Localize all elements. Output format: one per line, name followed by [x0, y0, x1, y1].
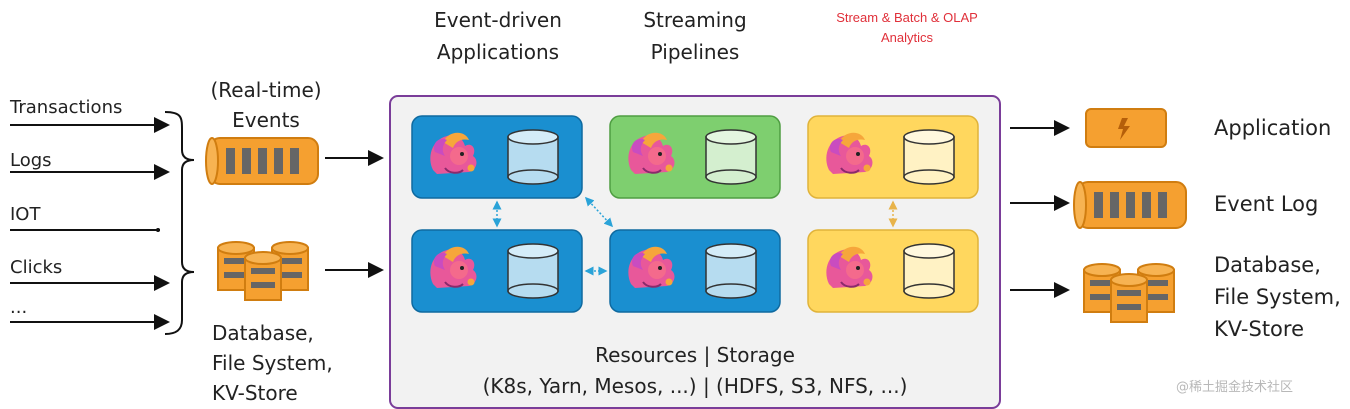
input-arrows [10, 117, 170, 330]
output-database-label: Database, File System, KV-Store [1214, 249, 1341, 345]
events-log-icon [205, 137, 319, 185]
job-box-blue-2 [411, 229, 583, 313]
output-application-label: Application [1214, 116, 1332, 140]
job-box-yellow-2 [807, 229, 979, 313]
input-brace [164, 111, 195, 335]
job-box-blue-3 [609, 229, 781, 313]
label-left-database-line2: File System, [212, 351, 333, 375]
label-analytics: Stream & Batch & OLAP Analytics [816, 8, 998, 48]
label-event-driven: Event-driven Applications [418, 8, 578, 64]
cluster-details-label: (K8s, Yarn, Mesos, ...) | (HDFS, S3, NFS… [482, 374, 908, 398]
cluster-resources-label: Resources | Storage [595, 343, 795, 367]
label-realtime: (Real-time) [210, 78, 322, 102]
output-database-line2: File System, [1214, 285, 1341, 309]
label-event-driven-line1: Event-driven [434, 8, 562, 32]
watermark: @稀土掘金技术社区 [1176, 380, 1294, 395]
label-left-database-line3: KV-Store [212, 381, 298, 405]
job-box-blue-1 [411, 115, 583, 199]
label-analytics-line2: Analytics [880, 30, 934, 45]
label-streaming-line2: Pipelines [650, 40, 740, 64]
input-more: ... [10, 297, 28, 318]
output-database-line1: Database, [1214, 253, 1321, 277]
label-analytics-line1: Stream & Batch & OLAP [836, 10, 978, 25]
input-clicks: Clicks [10, 257, 63, 278]
input-logs: Logs [10, 150, 52, 171]
label-streaming-line1: Streaming [643, 8, 747, 32]
label-streaming: Streaming Pipelines [620, 8, 770, 64]
job-box-green [609, 115, 781, 199]
label-event-driven-line2: Applications [436, 40, 560, 64]
label-realtime-events: (Real-time) Events [196, 78, 336, 132]
application-icon [1085, 108, 1167, 148]
label-events: Events [232, 108, 300, 132]
box-connectors [492, 196, 898, 276]
label-left-database-line1: Database, [212, 321, 314, 345]
input-iot: IOT [10, 204, 41, 225]
label-left-database: Database, File System, KV-Store [212, 318, 333, 408]
job-box-yellow-1 [807, 115, 979, 199]
output-database-line3: KV-Store [1214, 317, 1304, 341]
input-transactions: Transactions [10, 97, 123, 118]
output-database-stack-icon [1083, 263, 1175, 323]
database-stack-icon [217, 241, 309, 301]
output-event-log-icon [1073, 181, 1187, 229]
output-event-log-label: Event Log [1214, 192, 1319, 216]
